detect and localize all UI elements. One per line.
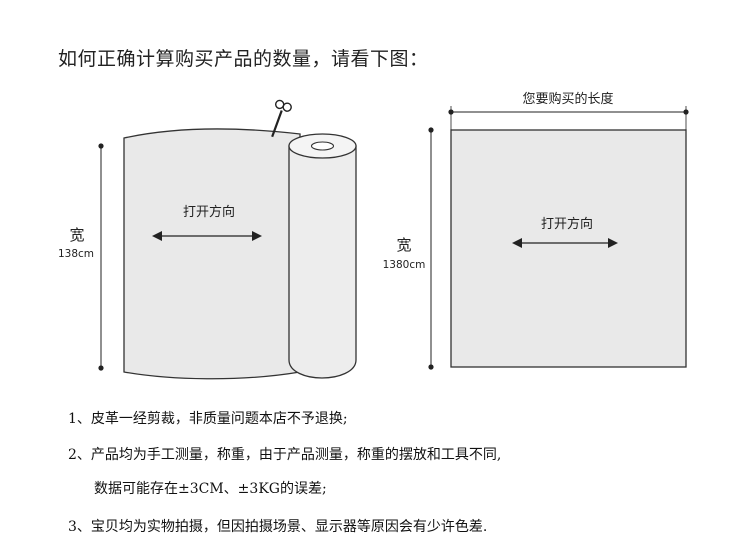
flat-sheet-illustration: 您要购买的长度 打开方向 宽 1380cm [383, 91, 689, 370]
width-label: 宽 [69, 226, 84, 244]
scissors-icon [271, 99, 292, 138]
unrolled-fabric-sheet [123, 128, 301, 380]
dimension-end-dot [98, 143, 104, 149]
note-item-continuation: 数据可能存在±3CM、±3KG的误差; [94, 481, 327, 497]
width-value: 138cm [58, 248, 94, 260]
fabric-sheet [450, 129, 687, 368]
fabric-roll-core [310, 141, 335, 151]
open-direction-arrow [152, 231, 262, 241]
dimension-end-dot [98, 365, 104, 371]
open-direction-label: 打开方向 [541, 216, 593, 232]
note-item: 3、宝贝均为实物拍摄，但因拍摄场景、显示器等原因会有少许色差. [68, 519, 488, 535]
width-label: 宽 [396, 236, 411, 254]
fabric-roll-illustration: 打开方向 宽 138cm [58, 99, 357, 380]
dimension-end-dot [428, 127, 434, 133]
fabric-roll-body [288, 145, 357, 379]
width-value: 1380cm [383, 259, 426, 271]
open-direction-arrow [512, 238, 618, 248]
page-title: 如何正确计算购买产品的数量，请看下图： [58, 48, 429, 70]
open-direction-label: 打开方向 [183, 204, 235, 220]
diagram-canvas: 打开方向 宽 138cm 您要购买的长度 打开方向 宽 1380cm [58, 91, 689, 380]
dimension-end-dot [428, 364, 434, 370]
note-item: 2、产品均为手工测量，称重，由于产品测量，称重的摆放和工具不同, [68, 447, 502, 463]
length-label: 您要购买的长度 [522, 91, 613, 107]
note-item: 1、皮革一经剪裁，非质量问题本店不予退换; [68, 411, 348, 427]
